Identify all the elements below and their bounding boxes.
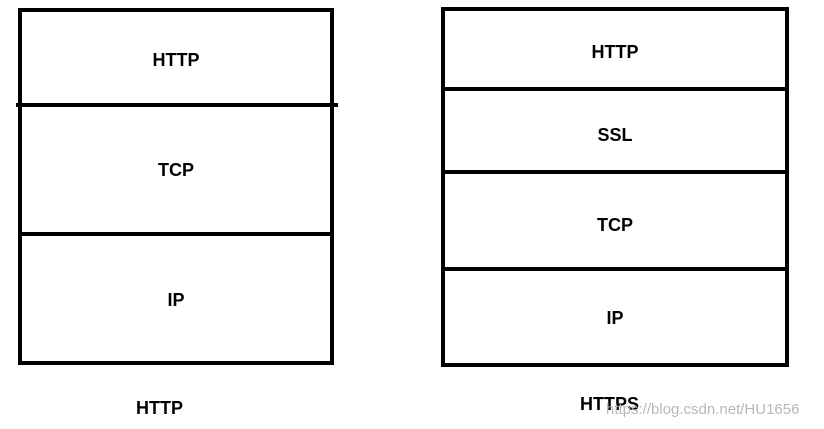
https-stack-divider [441, 170, 789, 174]
http-protocol-stack: HTTP TCP IP [18, 8, 334, 365]
https-stack-layer-tcp: TCP [445, 177, 785, 273]
http-stack-layer-tcp: TCP [22, 108, 330, 232]
http-stack-layer-tcp-label: TCP [158, 159, 194, 180]
http-stack-divider [16, 103, 338, 107]
http-stack-layer-ip-label: IP [167, 289, 185, 310]
https-stack-layer-http: HTTP [445, 11, 785, 93]
http-stack-layer-http: HTTP [22, 12, 330, 108]
http-stack-layer-http-label: HTTP [152, 49, 200, 70]
https-stack-caption: HTTPS [580, 394, 640, 414]
watermark-text: https://blog.csdn.net/HU1656 [606, 401, 800, 418]
https-stack-layer-ssl-label: SSL [597, 124, 633, 145]
https-stack-layer-ssl: SSL [445, 93, 785, 177]
http-stack-divider [18, 232, 334, 236]
http-stack-caption: HTTP [136, 398, 183, 418]
https-stack-layer-http-label: HTTP [591, 41, 639, 62]
https-stack-layer-ip-label: IP [606, 307, 624, 328]
https-stack-divider [441, 267, 789, 271]
http-stack-layer-ip: IP [22, 236, 330, 364]
https-stack-layer-ip: IP [445, 273, 785, 363]
https-stack-divider [441, 87, 789, 91]
https-protocol-stack: HTTP SSL TCP IP [441, 7, 789, 367]
https-stack-layer-tcp-label: TCP [597, 214, 633, 235]
